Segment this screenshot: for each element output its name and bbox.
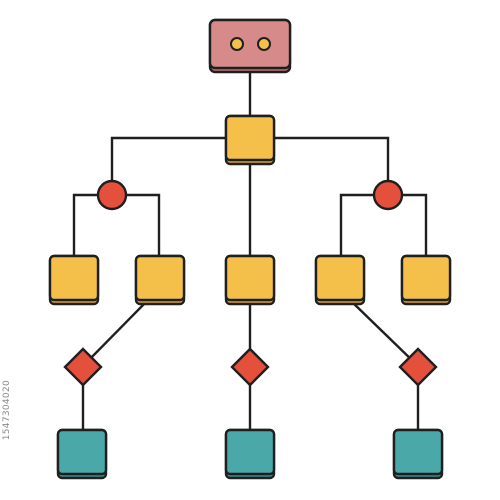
root-node-box (208, 18, 292, 70)
leaf-node-3 (392, 428, 444, 480)
edge-left-junction-node1 (72, 193, 98, 256)
leaf-node-3-box (392, 428, 444, 476)
level2-node-3 (224, 254, 276, 306)
level2-node-2-box (134, 254, 186, 302)
level2-node-5 (400, 254, 452, 306)
root-right-eye-icon (257, 37, 271, 51)
left-junction-circle (96, 179, 128, 211)
level2-node-4-box (314, 254, 366, 302)
decision-diamond-3 (398, 347, 438, 387)
hub-node (224, 114, 276, 166)
edge-node4-decision3 (349, 299, 419, 367)
root-left-eye-icon (230, 37, 244, 51)
connectors (72, 72, 428, 430)
level2-node-1 (48, 254, 100, 306)
edge-right-junction-node4 (339, 193, 374, 256)
edge-node2-decision1 (82, 299, 149, 367)
decision-diamond-2 (230, 347, 270, 387)
level2-node-5-box (400, 254, 452, 302)
leaf-node-2-box (224, 428, 276, 476)
root-node (208, 18, 292, 74)
edge-left-junction-node2 (126, 193, 161, 256)
leaf-node-1-box (56, 428, 108, 476)
side-label: 1547304020 (2, 380, 12, 441)
level2-node-3-box (224, 254, 276, 302)
decision-diamond-1 (63, 347, 103, 387)
hub-node-box (224, 114, 276, 162)
level2-node-4 (314, 254, 366, 306)
leaf-node-1 (56, 428, 108, 480)
level2-node-2 (134, 254, 186, 306)
right-junction-circle (372, 179, 404, 211)
edge-hub-right-junction (273, 136, 390, 182)
level2-node-1-box (48, 254, 100, 302)
edge-right-junction-node5 (402, 193, 428, 256)
edge-hub-left-junction (110, 136, 227, 182)
leaf-node-2 (224, 428, 276, 480)
